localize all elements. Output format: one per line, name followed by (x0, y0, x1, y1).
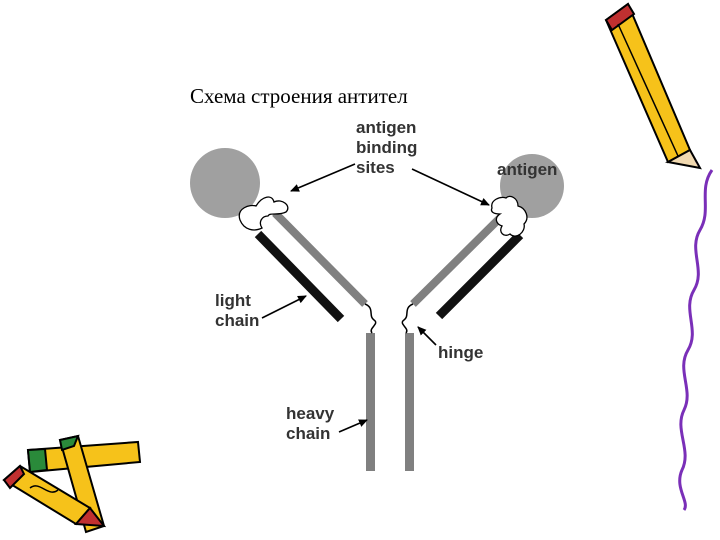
light-chain-right (435, 231, 524, 320)
heavy-chain-arm-left (272, 210, 368, 307)
wavy-border (678, 169, 714, 511)
hinge-right (401, 303, 414, 334)
hinge-left (364, 303, 377, 334)
label-line: binding (356, 138, 418, 157)
label-line: chain (215, 311, 260, 330)
arrow-binding-right (411, 168, 490, 206)
arrow-light-chain (261, 295, 307, 319)
page-title: Схема строения антител (190, 84, 408, 108)
label-heavy-chain: heavy chain (286, 404, 334, 444)
label-line: chain (286, 424, 331, 443)
light-chain-left (254, 230, 345, 323)
antigen-left (190, 148, 260, 218)
arrow-binding-left (290, 163, 356, 192)
binding-site-right (490, 195, 528, 237)
heavy-chain-stem-right (405, 333, 414, 471)
crossed-pencils-icon (2, 434, 142, 534)
label-line: heavy (286, 404, 335, 423)
label-hinge: hinge (438, 343, 484, 362)
label-light-chain: light chain (215, 291, 259, 331)
heavy-chain-stem-left (366, 333, 375, 471)
arrow-heavy-chain (338, 419, 368, 433)
label-antigen-binding-sites: antigen binding sites (356, 118, 417, 178)
label-line: sites (356, 158, 395, 177)
label-line: light (215, 291, 251, 310)
pencil-icon (604, 2, 702, 170)
heavy-chain-arm-right (410, 210, 508, 307)
binding-site-left (238, 196, 289, 231)
arrow-hinge (417, 326, 437, 346)
label-antigen: antigen (497, 160, 558, 179)
label-line: antigen (356, 118, 417, 137)
